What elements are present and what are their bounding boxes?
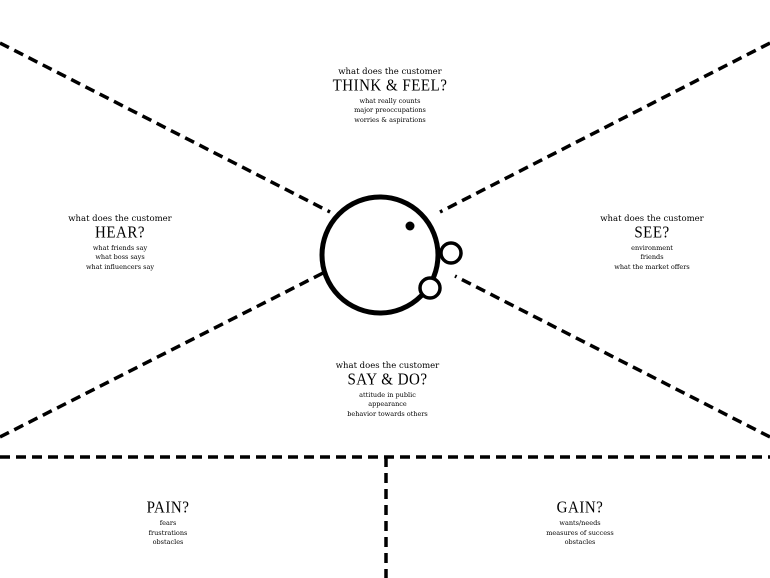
pain-item: obstacles	[152, 538, 184, 547]
see-item: what the market offers	[614, 262, 690, 271]
see-heading: SEE?	[634, 223, 670, 242]
gain-item: measures of success	[546, 528, 614, 537]
mouth-icon	[418, 276, 442, 300]
pain-section: PAIN? fears frustrations obstacles	[118, 498, 218, 548]
see-item: friends	[640, 253, 664, 262]
see-section: what does the customer SEE? environment …	[597, 214, 707, 272]
nose-icon	[439, 241, 463, 265]
think-feel-item: worries & aspirations	[354, 115, 426, 124]
divider-top-right	[439, 41, 770, 214]
hear-heading: HEAR?	[95, 223, 145, 242]
say-do-item: attitude in public	[359, 391, 416, 400]
think-feel-item: major preoccupations	[354, 106, 426, 115]
say-do-question: what does the customer	[335, 361, 440, 371]
pain-heading: PAIN?	[146, 498, 190, 518]
hear-question: what does the customer	[68, 214, 172, 224]
head-icon	[319, 194, 463, 316]
hear-item: what boss says	[95, 253, 145, 262]
think-feel-question: what does the customer	[338, 67, 442, 77]
think-feel-item: what really counts	[359, 97, 421, 106]
pain-item: fears	[159, 519, 177, 528]
eye-icon	[405, 221, 415, 231]
hear-section: what does the customer HEAR? what friend…	[65, 214, 175, 272]
think-feel-section: what does the customer THINK & FEEL? wha…	[325, 67, 455, 125]
see-item: environment	[631, 244, 673, 253]
gain-item: wants/needs	[559, 519, 601, 528]
gain-item: obstacles	[564, 538, 596, 547]
say-do-heading: SAY & DO?	[347, 370, 428, 389]
divider-top-left	[0, 41, 331, 214]
gain-heading: GAIN?	[556, 498, 604, 518]
divider-bottom-right	[454, 274, 770, 439]
hear-item: what friends say	[92, 244, 148, 253]
say-do-item: appearance	[368, 400, 407, 409]
say-do-item: behavior towards others	[347, 409, 428, 418]
pain-item: frustrations	[148, 528, 188, 537]
think-feel-heading: THINK & FEEL?	[332, 76, 448, 95]
say-do-section: what does the customer SAY & DO? attitud…	[325, 361, 450, 419]
hear-item: what influencers say	[85, 262, 154, 271]
see-question: what does the customer	[600, 214, 704, 224]
gain-section: GAIN? wants/needs measures of success ob…	[530, 498, 630, 548]
divider-bottom-left	[0, 270, 326, 439]
